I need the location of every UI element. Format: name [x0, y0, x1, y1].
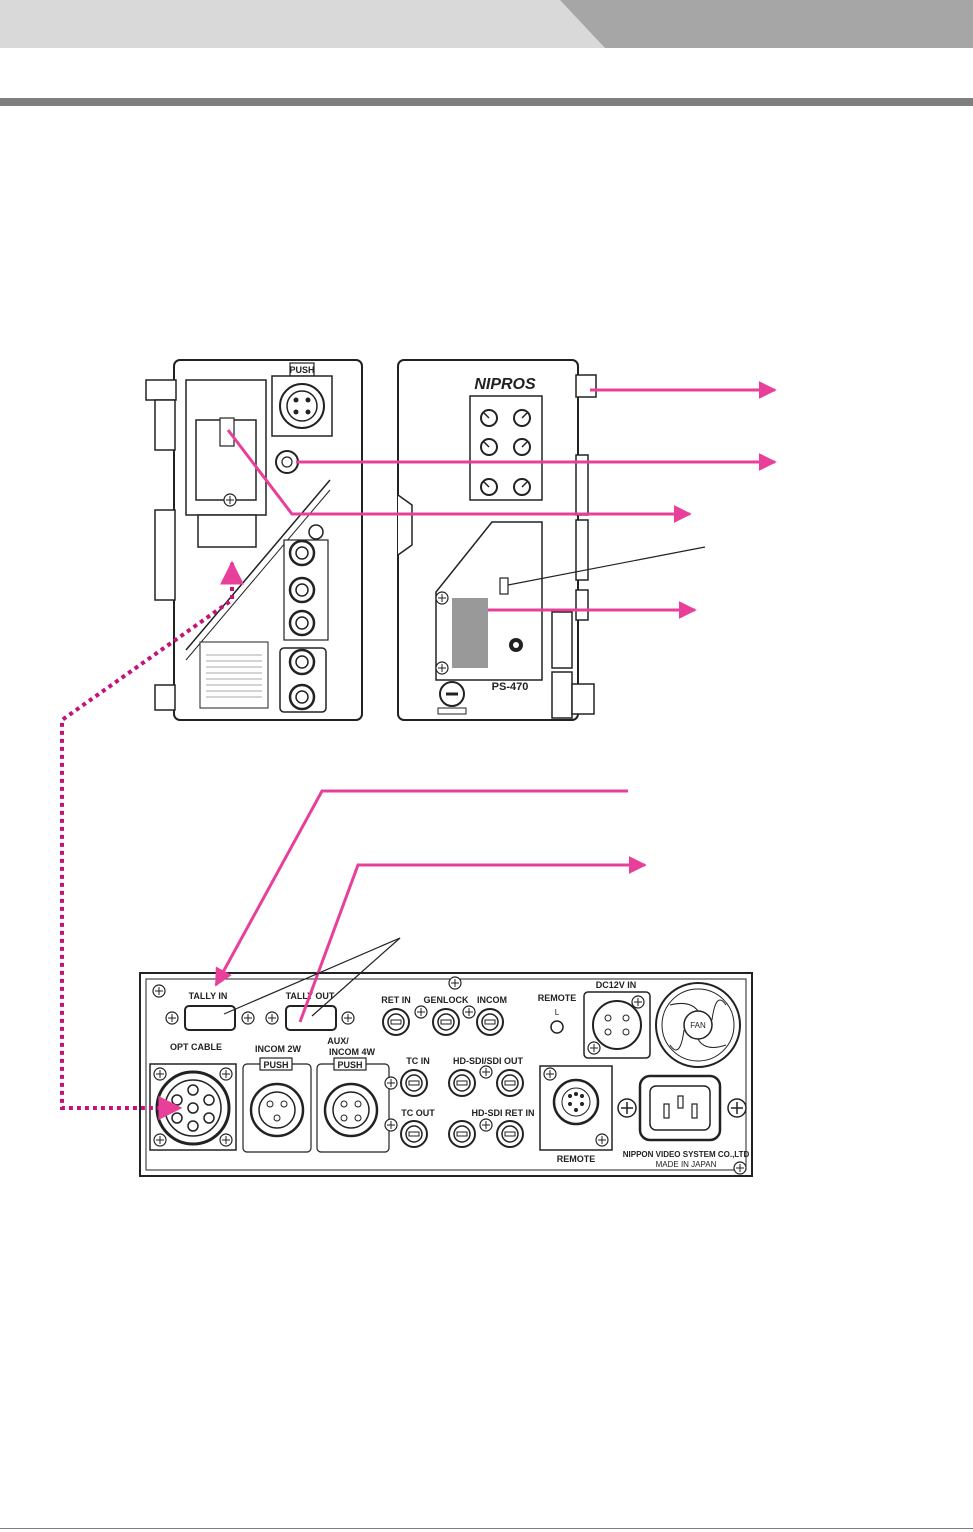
pointer-line-b	[311, 937, 401, 1017]
tc-in-label: TC IN	[406, 1056, 430, 1066]
knob-2	[513, 409, 531, 427]
tally-in-connector	[184, 1005, 236, 1031]
header-band-graphic	[0, 0, 973, 48]
push-label: PUSH	[289, 365, 314, 375]
made-in-label: MADE IN JAPAN	[656, 1160, 717, 1169]
side-bnc-4	[288, 648, 316, 676]
ret-in-bnc	[382, 1008, 410, 1036]
incom-label: INCOM	[477, 995, 507, 1005]
dc12v-in-label: DC12V IN	[596, 980, 637, 990]
knob-3	[480, 438, 498, 456]
push-2-label: PUSH	[337, 1060, 362, 1070]
tc-out-bnc	[400, 1120, 428, 1148]
side-bnc-1	[288, 539, 316, 567]
knob-1	[480, 409, 498, 427]
tc-out-label: TC OUT	[401, 1108, 435, 1118]
ac-screw-right	[727, 1098, 747, 1118]
knob-5	[480, 478, 498, 496]
knob-6	[513, 478, 531, 496]
tc-in-bnc	[400, 1069, 428, 1097]
opt-cable-dotted-arrow	[60, 560, 244, 1120]
remote-top-label: REMOTE	[538, 993, 577, 1003]
push-1-label: PUSH	[263, 1060, 288, 1070]
header-dark-band	[560, 0, 973, 48]
camera-unit-side-view: PUSH	[145, 359, 363, 721]
opt-cable-label: OPT CABLE	[170, 1042, 222, 1052]
side-bnc-5	[288, 683, 316, 711]
tally-in-label: TALLY IN	[189, 991, 228, 1001]
display-window	[452, 598, 488, 668]
pointer-line-switch	[507, 546, 706, 586]
arrow-5	[214, 789, 628, 987]
ret-in-label: RET IN	[381, 995, 411, 1005]
hdsdi-out-label: HD-SDI/SDI OUT	[453, 1056, 524, 1066]
arrow-3	[226, 429, 692, 523]
hdsdi-ret-in-bnc-1	[448, 1120, 476, 1148]
hdsdi-ret-in-label: HD-SDI RET IN	[472, 1108, 535, 1118]
hdsdi-ret-in-bnc-2	[496, 1120, 524, 1148]
callout-arrows	[60, 381, 777, 1120]
maker-label: NIPPON VIDEO SYSTEM CO.,LTD	[623, 1150, 750, 1159]
side-bnc-2	[288, 576, 316, 604]
incom-4w-label: INCOM 4W	[329, 1047, 376, 1057]
side-bnc-3	[288, 609, 316, 637]
incom-bnc	[476, 1008, 504, 1036]
fan-label: FAN	[690, 1021, 706, 1030]
knob-4	[513, 438, 531, 456]
rotary-dial	[509, 638, 523, 652]
camera-unit-back-view: NIPROS PS-470	[397, 359, 597, 721]
ac-screw-left	[617, 1098, 637, 1118]
aux-label: AUX/	[327, 1036, 349, 1046]
hdsdi-out-bnc-2	[496, 1069, 524, 1097]
base-unit-rear-panel: TALLY IN TALLY OUT RET IN GENLOCK INCOM …	[139, 972, 753, 1177]
caution-label	[199, 641, 269, 709]
arrow-6	[298, 856, 647, 1023]
hdsdi-out-bnc-1	[448, 1069, 476, 1097]
remote-bottom-label: REMOTE	[557, 1154, 596, 1164]
model-label: PS-470	[492, 681, 529, 693]
remote-led	[550, 1020, 564, 1034]
footer-rule	[0, 1528, 973, 1529]
section-rule	[0, 98, 973, 106]
pointer-line-a	[223, 937, 401, 1015]
genlock-bnc	[432, 1008, 460, 1036]
genlock-label: GENLOCK	[424, 995, 470, 1005]
brand-label: NIPROS	[474, 376, 536, 393]
switch	[499, 577, 509, 595]
incom-2w-label: INCOM 2W	[255, 1044, 302, 1054]
dc12v-xlr	[592, 1000, 642, 1050]
tally-out-connector	[285, 1005, 337, 1031]
page-header-band	[0, 0, 973, 48]
remote-l-label: L	[555, 1008, 560, 1017]
